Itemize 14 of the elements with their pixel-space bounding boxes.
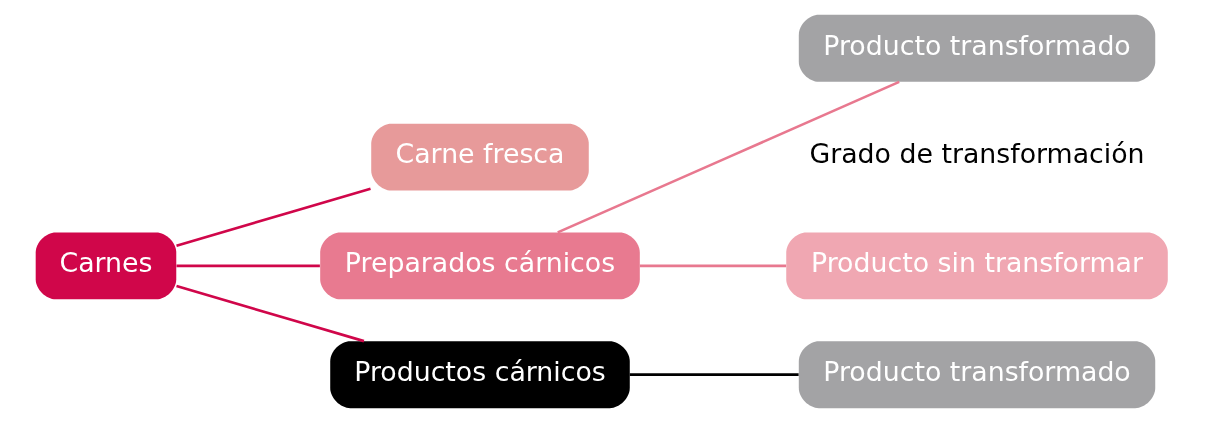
label: Grado de transformación — [809, 138, 1145, 170]
connector — [176, 284, 365, 343]
connector — [629, 373, 799, 376]
node-box: Carnes — [35, 232, 177, 300]
connector — [176, 264, 320, 268]
connector — [639, 264, 787, 268]
node-box: Productos cárnicos — [330, 341, 630, 409]
node-box: Preparados cárnicos — [320, 232, 640, 300]
connector — [176, 187, 371, 247]
node-box: Producto transformado — [798, 14, 1156, 82]
node-box: Producto sin transformar — [786, 232, 1168, 300]
node-box: Producto transformado — [798, 341, 1156, 409]
connector — [557, 80, 900, 234]
node-box: Carne fresca — [371, 123, 589, 191]
